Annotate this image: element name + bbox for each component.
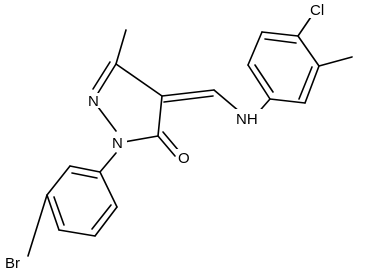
bond-ar1-f bbox=[99, 171, 118, 208]
bond-ar2-b-inner bbox=[298, 66, 313, 100]
bond-ar1-e bbox=[94, 206, 118, 237]
atom-n1: N bbox=[112, 135, 123, 152]
bond-ar1-c bbox=[46, 194, 60, 231]
bond-c3-n2-double bbox=[92, 61, 111, 90]
atom-nh: NH bbox=[236, 111, 258, 128]
bond-ar2-e bbox=[247, 31, 263, 66]
bond-ar1-c-inner bbox=[53, 196, 65, 226]
bond-ar2-a bbox=[269, 98, 306, 104]
bond-ar2-c bbox=[297, 35, 320, 67]
bond-ar1-a bbox=[69, 165, 101, 173]
bond-ar2-f bbox=[247, 64, 271, 100]
atom-n2: N bbox=[88, 93, 99, 110]
bond-ar1-b bbox=[46, 165, 71, 196]
bond-ar1-d bbox=[58, 229, 96, 237]
bond-n1-ar bbox=[99, 152, 117, 173]
bond-c4-ch-double bbox=[163, 95, 214, 103]
bond-ar2-f-inner bbox=[254, 64, 274, 93]
bond-ar2-methyl bbox=[318, 56, 353, 67]
bond-ar2-d-inner bbox=[264, 38, 297, 44]
bond-c5-c4 bbox=[157, 95, 163, 137]
atom-chlorine: Cl bbox=[310, 2, 324, 19]
bond-ar2-b bbox=[304, 65, 320, 104]
bond-c4-ch bbox=[161, 89, 215, 97]
atom-bromine: Br bbox=[5, 255, 20, 271]
atom-labels: N N O NH Cl Br bbox=[3, 1, 328, 271]
bond-ar1-br bbox=[27, 194, 48, 257]
bond-n1-c5 bbox=[123, 135, 159, 143]
bonds bbox=[27, 13, 353, 257]
bond-c4-c3 bbox=[115, 63, 163, 97]
bond-ar1-a-inner bbox=[71, 172, 98, 179]
bond-c5-o bbox=[157, 135, 176, 157]
bond-ar2-d bbox=[261, 31, 299, 37]
bond-c5-o-double bbox=[162, 131, 180, 152]
bond-c3-methyl bbox=[115, 29, 127, 65]
atom-oxygen: O bbox=[178, 150, 190, 167]
bond-ch-nh bbox=[213, 89, 241, 113]
bond-c3-n2 bbox=[97, 63, 117, 94]
bond-ar1-e-inner bbox=[91, 204, 112, 230]
bond-n2-n1 bbox=[97, 106, 117, 132]
